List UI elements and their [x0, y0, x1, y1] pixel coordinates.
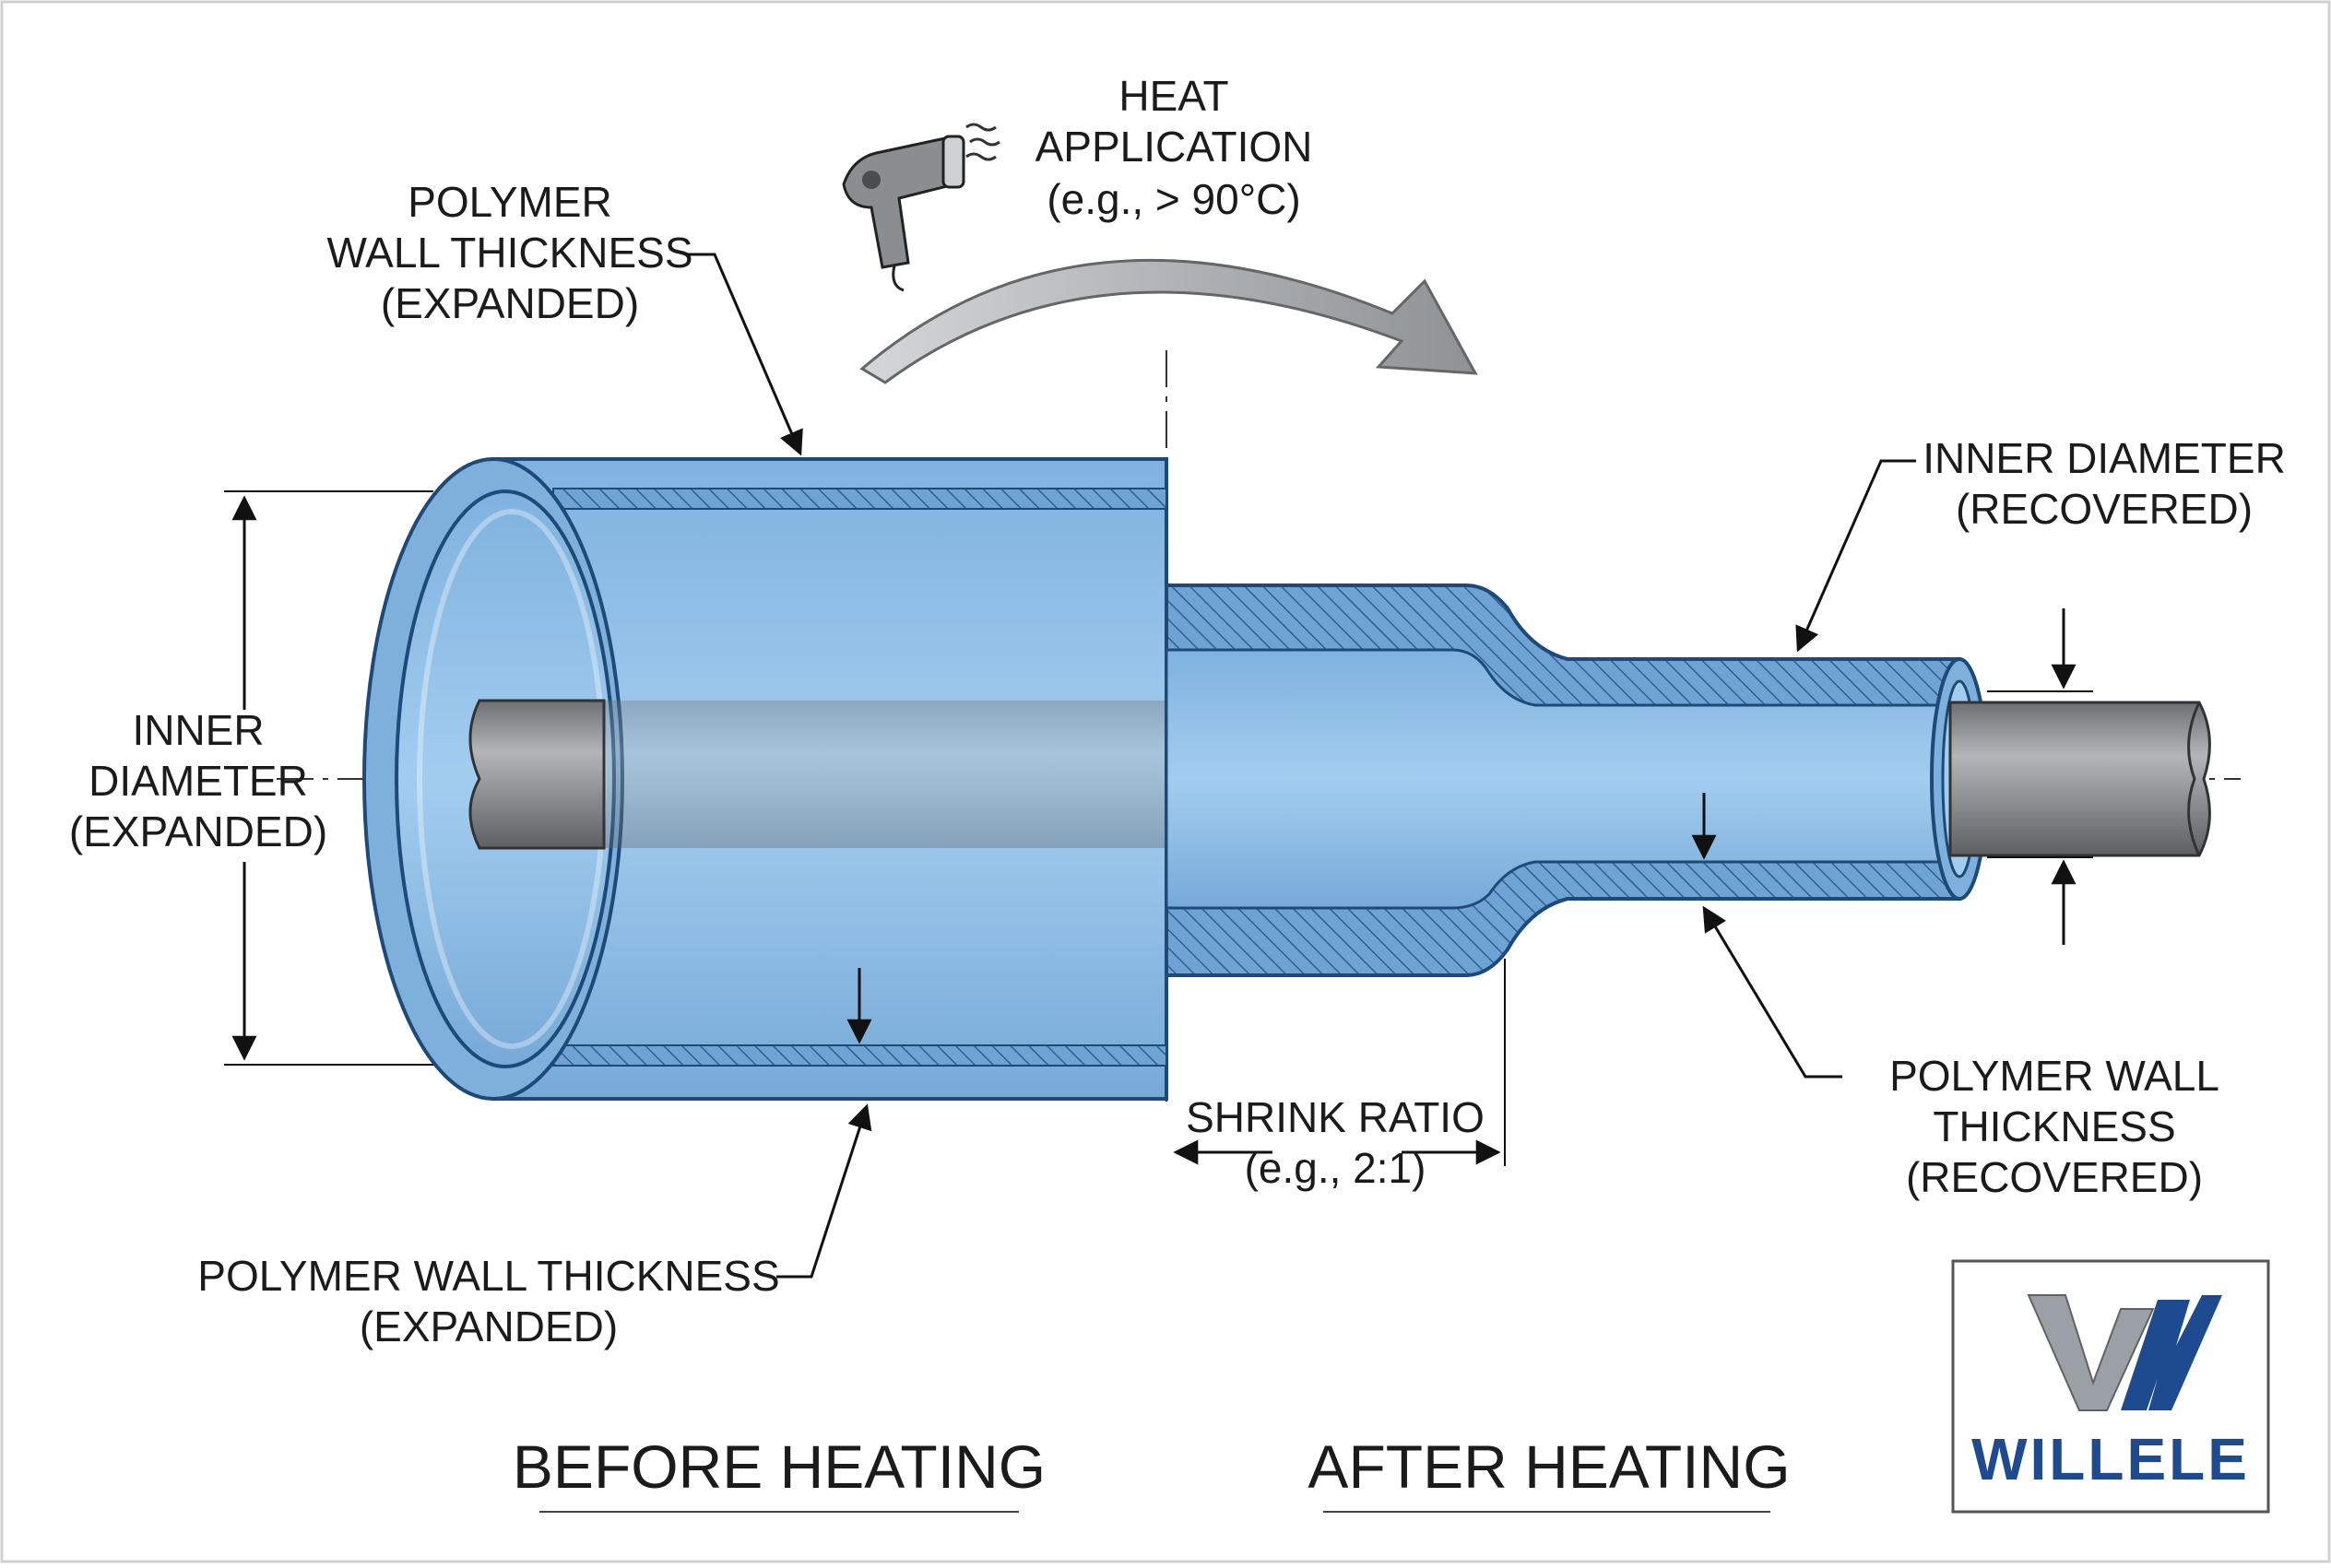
svg-text:(e.g., > 90°C): (e.g., > 90°C)	[1047, 175, 1300, 223]
svg-text:SHRINK RATIO: SHRINK RATIO	[1186, 1093, 1485, 1141]
expanded-wall-top	[552, 488, 1167, 510]
svg-text:HEAT: HEAT	[1118, 72, 1228, 120]
heat-waves-icon	[965, 123, 1000, 161]
svg-text:(e.g., 2:1): (e.g., 2:1)	[1245, 1144, 1426, 1192]
wall-thickness-recovered-label: POLYMER WALL THICKNESS (RECOVERED)	[1889, 1052, 2219, 1201]
svg-text:(EXPANDED): (EXPANDED)	[69, 808, 327, 855]
svg-text:INNER: INNER	[132, 706, 264, 754]
inner-diameter-recovered-label: INNER DIAMETER (RECOVERED)	[1923, 434, 2286, 533]
before-heating-title: BEFORE HEATING	[513, 1432, 1046, 1501]
heat-application-label: HEAT APPLICATION (e.g., > 90°C)	[1035, 72, 1313, 223]
wall-thickness-expanded-top-label: POLYMER WALL THICKNESS (EXPANDED)	[326, 178, 692, 327]
svg-text:WILLELE: WILLELE	[1971, 1426, 2250, 1492]
expanded-wall-bottom	[552, 1044, 1167, 1067]
svg-text:(RECOVERED): (RECOVERED)	[1956, 485, 2253, 533]
recovered-tube	[1165, 584, 1989, 977]
svg-text:INNER DIAMETER: INNER DIAMETER	[1923, 434, 2286, 482]
rod-recovered-section	[1948, 701, 2211, 857]
after-heating-title: AFTER HEATING	[1307, 1432, 1790, 1501]
svg-text:THICKNESS: THICKNESS	[1933, 1102, 2175, 1150]
willele-logo-mark-icon	[2027, 1294, 2222, 1411]
inner-dia-recovered-leader	[1795, 459, 1916, 653]
recovered-wall-leader	[1702, 905, 1842, 1079]
rod-expanded-section	[468, 699, 1166, 850]
svg-text:POLYMER WALL THICKNESS: POLYMER WALL THICKNESS	[197, 1252, 779, 1300]
svg-text:POLYMER WALL: POLYMER WALL	[1889, 1052, 2219, 1100]
heat-gun-icon	[842, 135, 965, 292]
svg-text:APPLICATION: APPLICATION	[1035, 123, 1313, 171]
svg-text:(RECOVERED): (RECOVERED)	[1906, 1153, 2203, 1201]
shrink-ratio-label: SHRINK RATIO (e.g., 2:1)	[1186, 1093, 1485, 1192]
svg-text:(EXPANDED): (EXPANDED)	[381, 279, 639, 327]
svg-text:DIAMETER: DIAMETER	[89, 757, 308, 805]
svg-text:POLYMER: POLYMER	[408, 178, 612, 226]
wall-top-leader	[687, 253, 803, 456]
willele-logo: WILLELE	[1951, 1259, 2270, 1514]
svg-text:WALL THICKNESS: WALL THICKNESS	[326, 229, 692, 277]
inner-diameter-expanded-label: INNER DIAMETER (EXPANDED)	[69, 706, 327, 855]
heat-process-arrow	[859, 258, 1478, 384]
wall-thickness-expanded-bottom-label: POLYMER WALL THICKNESS (EXPANDED)	[197, 1252, 779, 1350]
svg-text:(EXPANDED): (EXPANDED)	[360, 1303, 618, 1350]
wall-bottom-leader	[776, 1103, 872, 1279]
